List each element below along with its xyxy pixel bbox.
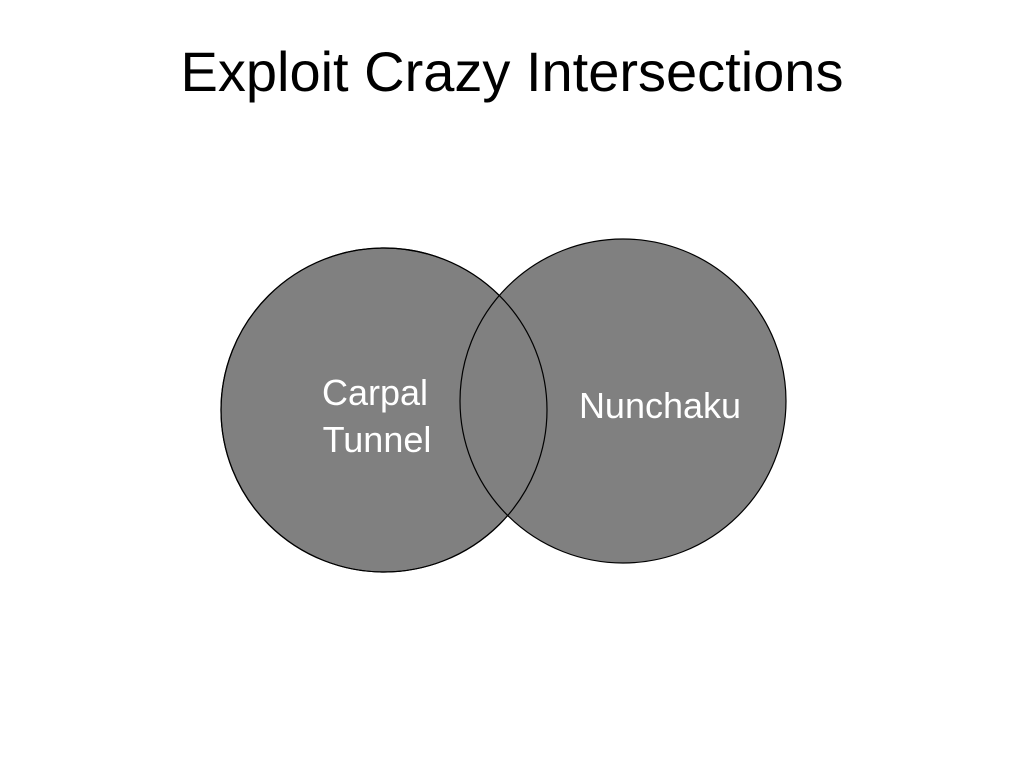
venn-label-nunchaku: Nunchaku: [579, 385, 741, 426]
venn-labels: Carpal Tunnel Nunchaku: [322, 372, 741, 460]
venn-label-carpal-line-1: Carpal: [322, 372, 428, 413]
venn-label-carpal-line-2: Tunnel: [323, 419, 432, 460]
venn-circle-nunchaku: [459, 238, 787, 564]
venn-circle-carpal-tunnel-outline: [220, 247, 548, 573]
slide-title: Exploit Crazy Intersections: [180, 40, 844, 103]
venn-circles: [220, 238, 787, 573]
